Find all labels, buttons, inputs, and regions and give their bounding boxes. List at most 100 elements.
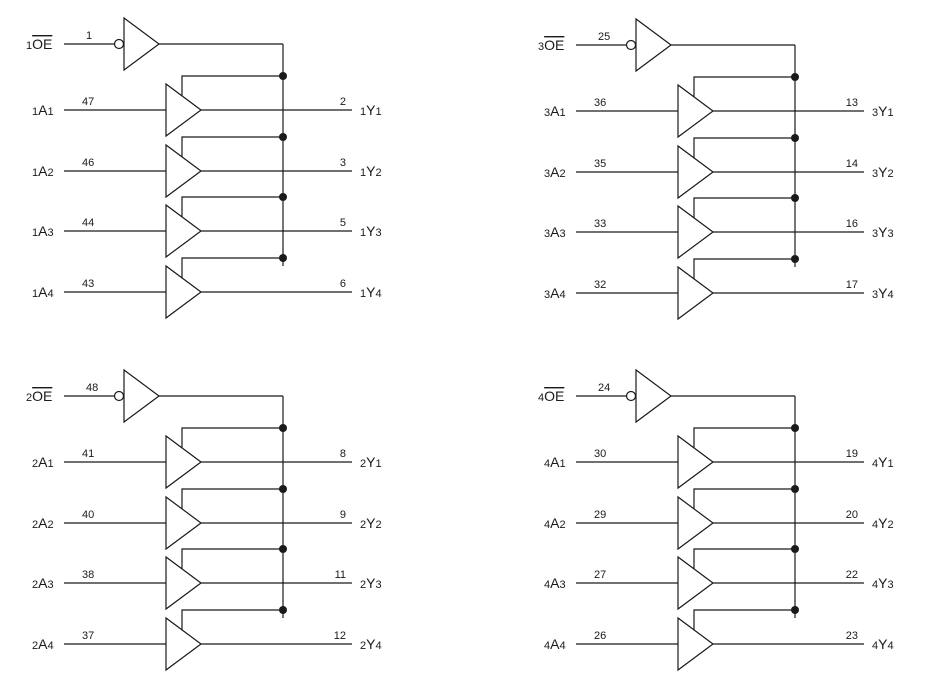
- oe-label: 3OE: [538, 37, 564, 53]
- oe-overlined-name: OE: [32, 388, 52, 404]
- buffer-symbol: [165, 495, 203, 551]
- junction-dot: [279, 254, 287, 262]
- input-pin-number: 35: [594, 158, 606, 170]
- junction-dot: [279, 606, 287, 614]
- junction-dot: [279, 485, 287, 493]
- junction-dot: [791, 545, 799, 553]
- enable-tap: [693, 548, 795, 574]
- input-pin-number: 26: [594, 630, 606, 642]
- oe-overlined-name: OE: [544, 388, 564, 404]
- output-pin-number: 12: [334, 630, 346, 642]
- buffer-symbol: [677, 83, 715, 139]
- oe-pin-number: 1: [86, 30, 92, 42]
- buffer-symbol: [165, 616, 203, 672]
- output-label: 1Y4: [360, 284, 382, 300]
- oe-overlined-name: OE: [544, 37, 564, 53]
- output-label: 1Y2: [360, 163, 382, 179]
- output-label: 2Y4: [360, 636, 382, 652]
- enable-tap: [181, 196, 283, 222]
- enable-tap: [181, 257, 283, 283]
- enable-tap: [181, 548, 283, 574]
- oe-buffer-symbol: [123, 368, 161, 424]
- junction-dot: [279, 424, 287, 432]
- buffer-symbol: [165, 203, 203, 259]
- enable-tap: [181, 427, 283, 453]
- input-pin-number: 32: [594, 279, 606, 291]
- output-pin-number: 20: [846, 509, 858, 521]
- input-label: 2A2: [32, 515, 54, 531]
- output-pin-number: 9: [340, 509, 346, 521]
- input-pin-number: 41: [82, 448, 94, 460]
- oe-pin-number: 48: [86, 382, 98, 394]
- output-label: 3Y3: [872, 224, 894, 240]
- inverting-bubble: [113, 38, 125, 50]
- buffer-symbol: [677, 204, 715, 260]
- input-label: 1A3: [32, 223, 54, 239]
- output-label: 4Y1: [872, 454, 894, 470]
- enable-tap: [693, 488, 795, 514]
- enable-tap: [693, 137, 795, 163]
- inverting-bubble: [625, 39, 637, 51]
- output-pin-number: 13: [846, 97, 858, 109]
- buffer-channel: 2A2 40 9 2Y2: [32, 485, 382, 551]
- junction-dot: [791, 134, 799, 142]
- output-label: 2Y1: [360, 454, 382, 470]
- input-pin-number: 27: [594, 569, 606, 581]
- enable-tap: [181, 136, 283, 162]
- output-label: 1Y1: [360, 102, 382, 118]
- input-label: 3A4: [544, 285, 566, 301]
- output-pin-number: 2: [340, 96, 346, 108]
- output-label: 4Y4: [872, 636, 894, 652]
- input-label: 4A1: [544, 454, 566, 470]
- input-label: 1A4: [32, 284, 54, 300]
- junction-dot: [791, 485, 799, 493]
- output-pin-number: 8: [340, 448, 346, 460]
- junction-dot: [791, 255, 799, 263]
- input-label: 4A4: [544, 636, 566, 652]
- enable-tap: [181, 488, 283, 514]
- buffer-symbol: [165, 555, 203, 611]
- buffer-symbol: [165, 264, 203, 320]
- output-pin-number: 22: [846, 569, 858, 581]
- buffer-symbol: [677, 555, 715, 611]
- output-label: 4Y2: [872, 515, 894, 531]
- output-label: 3Y2: [872, 164, 894, 180]
- buffer-symbol: [677, 144, 715, 200]
- input-pin-number: 40: [82, 509, 94, 521]
- enable-tap: [693, 427, 795, 453]
- enable-tap: [693, 258, 795, 284]
- input-label: 1A2: [32, 163, 54, 179]
- oe-pin-number: 24: [598, 382, 610, 394]
- input-label: 4A3: [544, 575, 566, 591]
- input-pin-number: 43: [82, 278, 94, 290]
- oe-label: 1OE: [26, 36, 52, 52]
- output-label: 1Y3: [360, 223, 382, 239]
- oe-label: 4OE: [538, 388, 564, 404]
- output-pin-number: 11: [335, 569, 346, 581]
- output-label: 3Y1: [872, 103, 894, 119]
- enable-tap: [693, 76, 795, 102]
- junction-dot: [279, 133, 287, 141]
- output-pin-number: 19: [846, 448, 858, 460]
- input-pin-number: 29: [594, 509, 606, 521]
- input-pin-number: 44: [82, 217, 94, 229]
- junction-dot: [791, 73, 799, 81]
- oe-overlined-name: OE: [32, 36, 52, 52]
- junction-dot: [791, 194, 799, 202]
- oe-buffer-symbol: [635, 368, 673, 424]
- output-label: 2Y2: [360, 515, 382, 531]
- oe-label: 2OE: [26, 388, 52, 404]
- input-label: 1A1: [32, 102, 54, 118]
